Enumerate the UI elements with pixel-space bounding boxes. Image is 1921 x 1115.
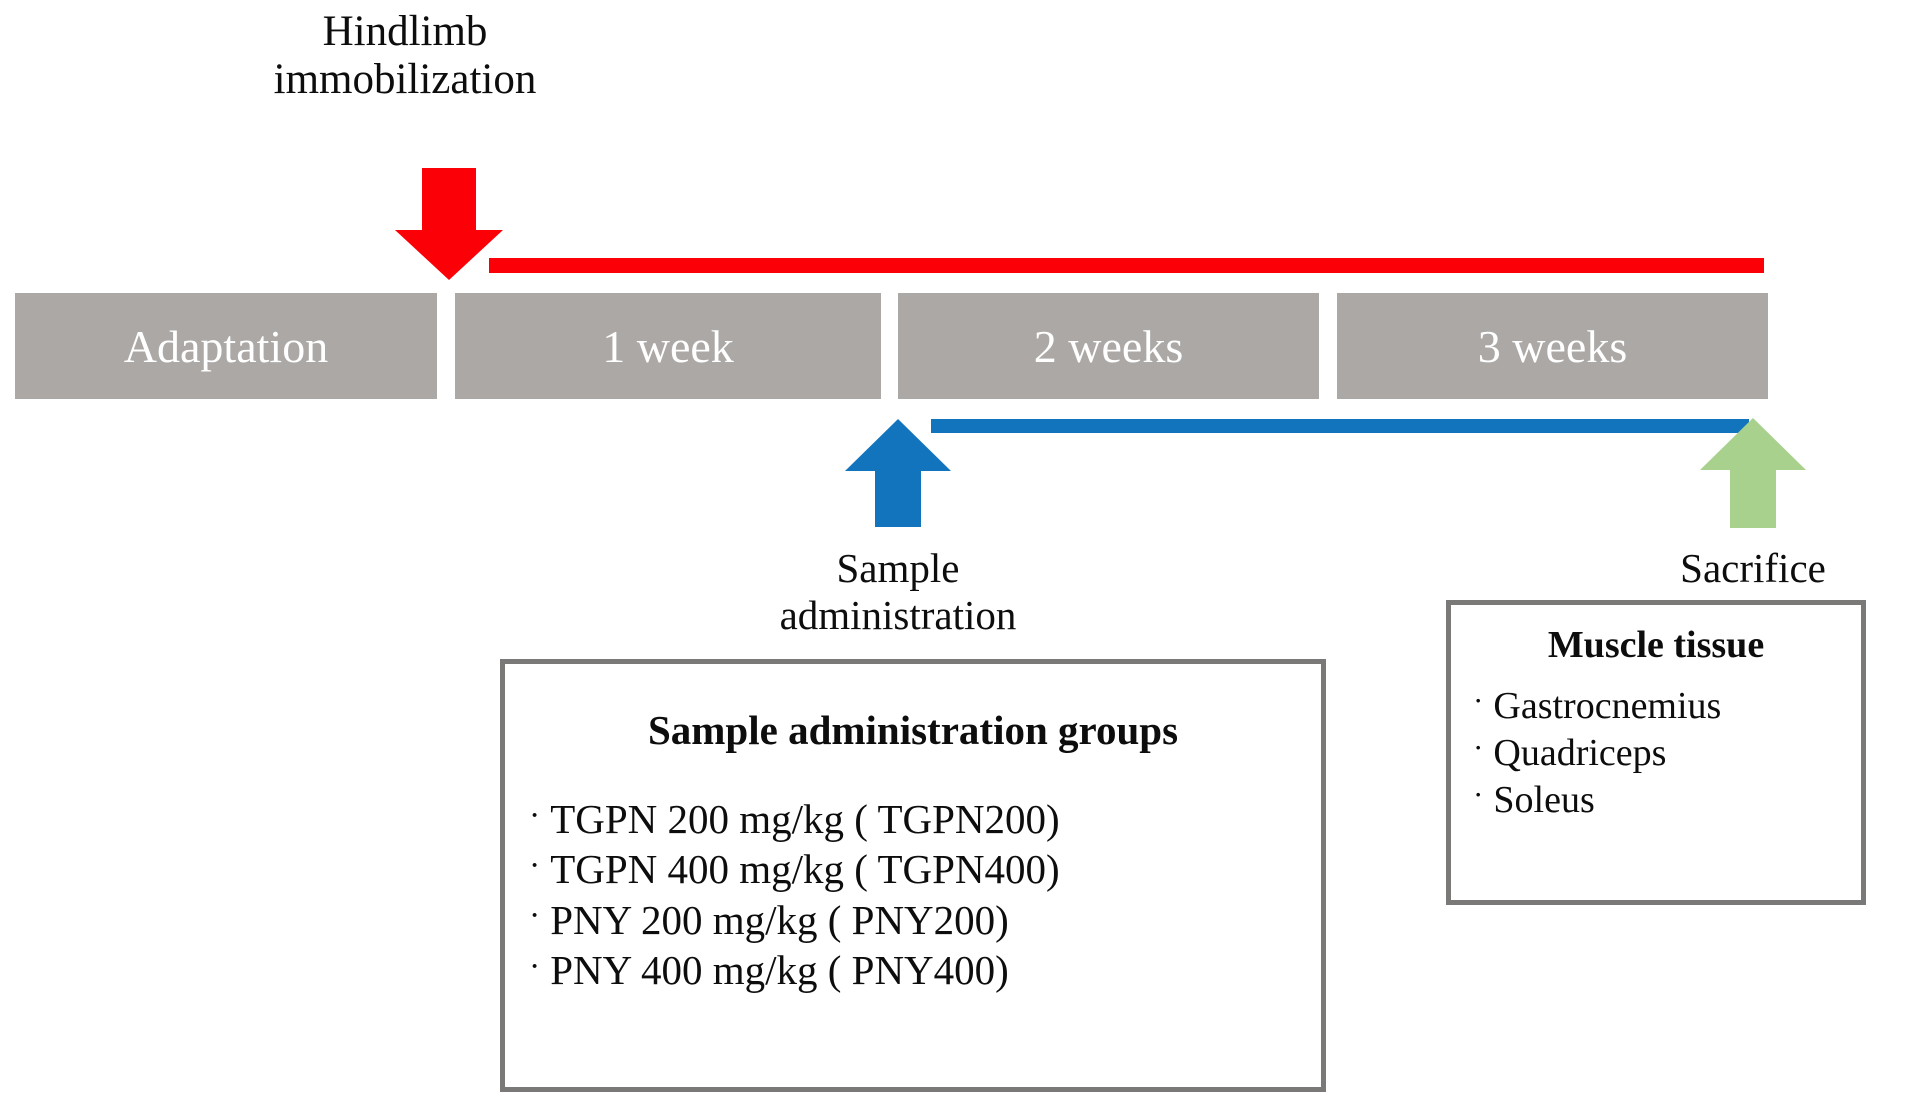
timeline-segment-adaptation: Adaptation	[15, 293, 437, 399]
list-item: · TGPN 400 mg/kg ( TGPN400)	[529, 844, 1321, 894]
sample-box-list: · TGPN 200 mg/kg ( TGPN200) · TGPN 400 m…	[505, 794, 1321, 996]
muscle-box-list: · Gastrocnemius · Quadriceps · Soleus	[1451, 683, 1861, 824]
list-item-label: PNY 200 mg/kg ( PNY200)	[550, 896, 1009, 943]
timeline-segment-label: 1 week	[602, 320, 734, 372]
sample-label-line1: Sample	[836, 545, 960, 591]
list-item: · Gastrocnemius	[1473, 683, 1861, 730]
list-item-label: Soleus	[1493, 779, 1595, 822]
muscle-tissue-box: Muscle tissue · Gastrocnemius · Quadrice…	[1446, 600, 1866, 905]
list-item: · Soleus	[1473, 777, 1861, 824]
list-item: · PNY 200 mg/kg ( PNY200)	[529, 895, 1321, 945]
sample-administration-label: Sample administration	[683, 545, 1113, 638]
muscle-box-title: Muscle tissue	[1547, 624, 1765, 666]
blue-up-arrow-icon	[845, 419, 951, 527]
timeline-segment-week1: 1 week	[455, 293, 881, 399]
bullet-icon: ·	[1473, 683, 1484, 719]
list-item: · PNY 400 mg/kg ( PNY400)	[529, 945, 1321, 995]
green-arrow-head	[1700, 418, 1806, 470]
red-arrow-head	[395, 230, 503, 280]
timeline-segment-label: 3 weeks	[1477, 320, 1628, 372]
green-arrow-shaft	[1730, 468, 1776, 528]
sacrifice-label: Sacrifice	[1598, 545, 1908, 592]
bullet-icon: ·	[529, 947, 541, 985]
hindlimb-immobilization-label: Hindlimb immobilization	[190, 8, 620, 104]
list-item: · Quadriceps	[1473, 730, 1861, 777]
hindlimb-label-line1: Hindlimb	[322, 8, 488, 55]
timeline-segment-label: Adaptation	[123, 320, 329, 372]
bullet-icon: ·	[529, 796, 541, 834]
immobilization-period-line	[489, 258, 1764, 273]
sample-label-line2: administration	[779, 591, 1017, 638]
bullet-icon: ·	[529, 897, 541, 935]
bullet-icon: ·	[1473, 730, 1484, 766]
blue-arrow-head	[845, 419, 951, 471]
timeline-segment-label: 2 weeks	[1033, 320, 1184, 372]
list-item-label: TGPN 400 mg/kg ( TGPN400)	[550, 846, 1060, 893]
blue-arrow-shaft	[875, 469, 921, 527]
timeline-segment-week3: 3 weeks	[1337, 293, 1768, 399]
sample-administration-groups-box: Sample administration groups · TGPN 200 …	[500, 659, 1326, 1092]
sample-box-title: Sample administration groups	[647, 707, 1179, 753]
hindlimb-label-line2: immobilization	[273, 56, 537, 104]
list-item-label: Gastrocnemius	[1493, 685, 1722, 727]
list-item: · TGPN 200 mg/kg ( TGPN200)	[529, 794, 1321, 844]
list-item-label: Quadriceps	[1493, 732, 1667, 775]
list-item-label: PNY 400 mg/kg ( PNY400)	[550, 947, 1009, 994]
green-up-arrow-icon	[1700, 418, 1806, 528]
sacrifice-label-text: Sacrifice	[1680, 545, 1826, 591]
administration-period-line	[931, 419, 1749, 433]
bullet-icon: ·	[529, 847, 541, 885]
list-item-label: TGPN 200 mg/kg ( TGPN200)	[550, 796, 1060, 842]
red-down-arrow-icon	[395, 168, 503, 280]
red-arrow-shaft	[422, 168, 476, 236]
timeline-segment-week2: 2 weeks	[898, 293, 1319, 399]
bullet-icon: ·	[1473, 777, 1484, 813]
